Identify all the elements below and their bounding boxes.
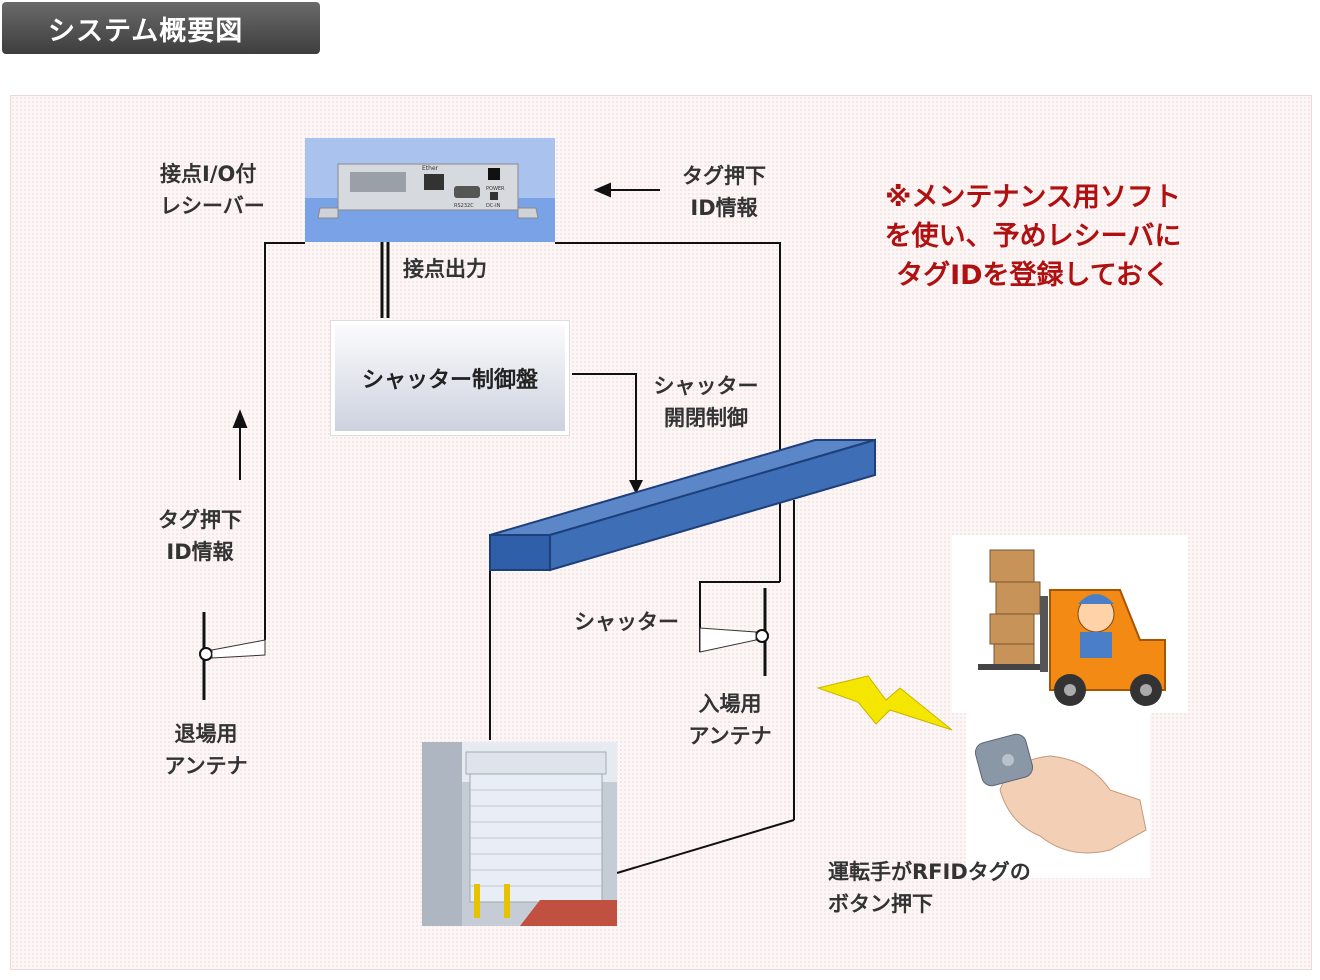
lightning-icon — [816, 675, 953, 731]
contact-output-label: 接点出力 — [403, 257, 487, 281]
svg-text:Ether: Ether — [422, 165, 439, 172]
entry-antenna-label: 入場用アンテナ — [688, 692, 772, 748]
svg-text:POWER: POWER — [486, 186, 505, 192]
shutter-controller-label: シャッター制御盤 — [361, 368, 538, 393]
receiver-device: Ether POWER RS232C DC-IN — [305, 138, 555, 242]
door-top-line — [616, 819, 795, 874]
tag-info-arrow-top — [593, 182, 660, 198]
driver-note-label: 運転手がRFIDタグのボタン押下 — [828, 860, 1031, 916]
svg-text:RS232C: RS232C — [454, 203, 474, 209]
svg-text:DC-IN: DC-IN — [486, 203, 501, 209]
shutter-control-arrowhead — [629, 480, 643, 494]
shutter-control-label: シャッター開閉制御 — [653, 374, 759, 430]
rfid-tag-hand-photo — [966, 712, 1150, 878]
receiver-wire-left — [264, 242, 305, 640]
shutter-door-photo — [422, 742, 617, 926]
shutter-label: シャッター — [574, 610, 679, 634]
receiver-label: 接点I/O付レシーバー — [160, 162, 265, 218]
exit-antenna-label: 退場用アンテナ — [164, 722, 248, 778]
forklift-illustration — [952, 535, 1188, 713]
maintenance-note: ※メンテナンス用ソフトを使い、予めレシーバにタグIDを登録しておく — [884, 182, 1182, 291]
shutter-control-wire — [572, 373, 637, 488]
tag-info-arrow-left — [232, 409, 248, 480]
shutter-beam — [489, 438, 876, 572]
shutter-controller-box: シャッター制御盤 — [330, 320, 570, 436]
wiring — [264, 242, 795, 874]
entry-antenna-icon — [699, 588, 769, 676]
exit-antenna-icon — [199, 612, 266, 700]
diagram-title: システム概要図 — [2, 2, 320, 54]
